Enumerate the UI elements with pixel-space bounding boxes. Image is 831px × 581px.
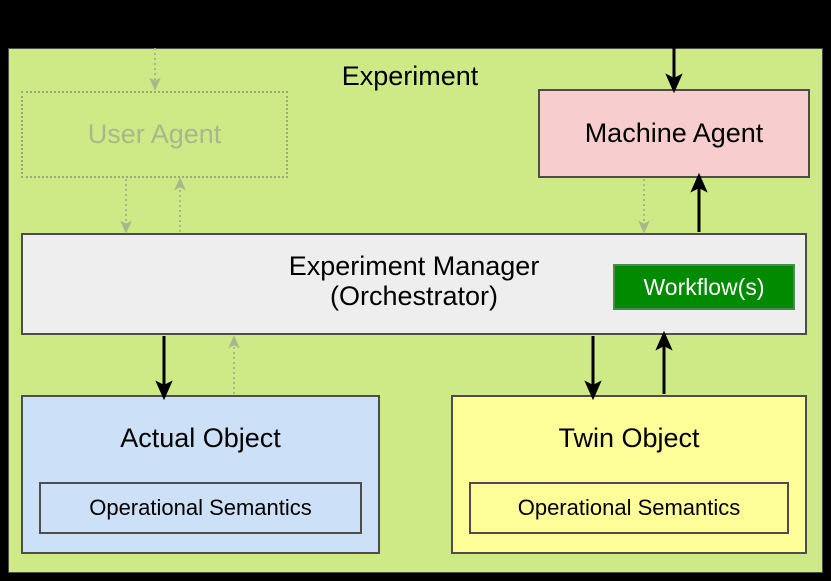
node-experiment-manager-label: Experiment Manager (Orchestrator) xyxy=(288,251,540,312)
node-workflows-label: Workflow(s) xyxy=(643,273,765,300)
actual-object-operational-semantics[interactable]: Operational Semantics xyxy=(39,482,362,534)
node-actual-object-label: Actual Object xyxy=(120,423,281,453)
twin-object-operational-semantics-label: Operational Semantics xyxy=(517,495,741,520)
experiment-title: Experiment xyxy=(341,61,479,91)
node-user-agent-label: User Agent xyxy=(87,119,222,150)
node-user-agent[interactable]: User Agent xyxy=(21,91,288,178)
node-actual-object[interactable]: Actual Object Operational Semantics xyxy=(21,395,380,554)
node-twin-object-label: Twin Object xyxy=(558,423,700,453)
node-twin-object[interactable]: Twin Object Operational Semantics xyxy=(451,395,807,554)
actual-object-operational-semantics-label: Operational Semantics xyxy=(89,495,312,520)
node-machine-agent-label: Machine Agent xyxy=(584,118,764,149)
twin-object-operational-semantics[interactable]: Operational Semantics xyxy=(469,482,789,534)
node-workflows[interactable]: Workflow(s) xyxy=(613,264,795,310)
node-experiment-manager[interactable]: Experiment Manager (Orchestrator) Workfl… xyxy=(21,233,807,335)
node-machine-agent[interactable]: Machine Agent xyxy=(538,89,810,178)
